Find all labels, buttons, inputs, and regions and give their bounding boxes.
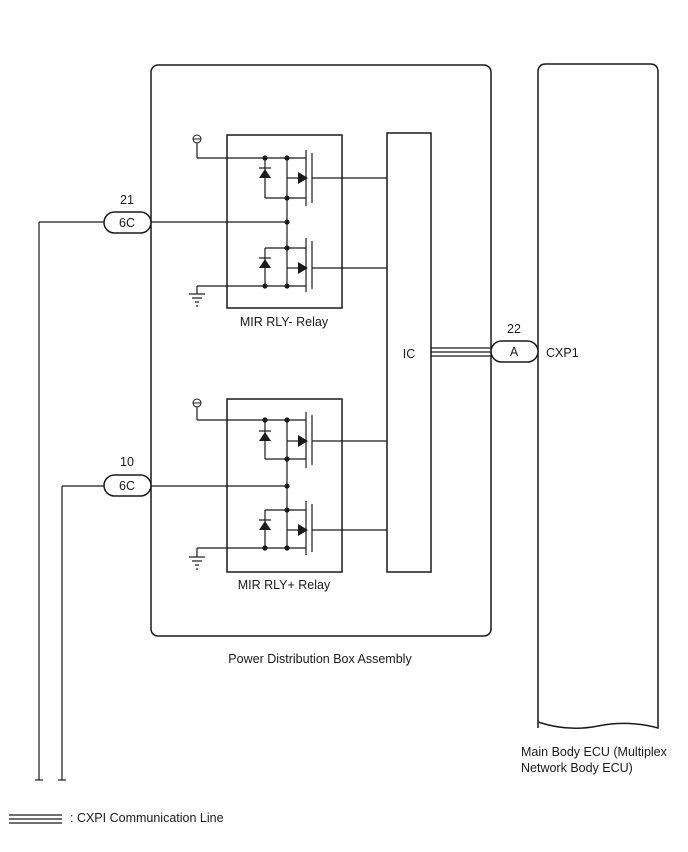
connector-21: 21 6C bbox=[38, 193, 152, 780]
mosfet-body-diode-icon bbox=[298, 262, 308, 274]
connector-22-name: CXP1 bbox=[546, 346, 579, 360]
ground-icon bbox=[189, 286, 205, 307]
connector-22-code: A bbox=[510, 345, 519, 359]
power-supply-icon bbox=[192, 398, 202, 420]
main-body-ecu-label-line1: Main Body ECU (Multiplex bbox=[521, 745, 668, 759]
main-body-ecu-label-line2: Network Body ECU) bbox=[521, 761, 633, 775]
mosfet-body-diode-icon bbox=[298, 524, 308, 536]
diode-icon bbox=[259, 169, 271, 178]
connector-10-code: 6C bbox=[119, 479, 135, 493]
connector-21-code: 6C bbox=[119, 216, 135, 230]
mosfet-body-diode-icon bbox=[298, 435, 308, 447]
relay-plus-group: MIR RLY+ Relay bbox=[151, 398, 387, 592]
relay-minus-label: MIR RLY- Relay bbox=[240, 315, 329, 329]
connector-21-pin: 21 bbox=[120, 193, 134, 207]
legend: : CXPI Communication Line bbox=[9, 811, 224, 825]
connector-22: 22 A CXP1 bbox=[431, 322, 579, 363]
mosfet-body-diode-icon bbox=[298, 172, 308, 184]
connector-10: 10 6C bbox=[61, 455, 152, 780]
connector-22-pin: 22 bbox=[507, 322, 521, 336]
relay-minus-group: MIR RLY- Relay bbox=[151, 134, 387, 329]
ground-icon bbox=[189, 548, 205, 570]
relay-plus-label: MIR RLY+ Relay bbox=[238, 578, 331, 592]
diode-icon bbox=[259, 521, 271, 530]
main-body-ecu-outline bbox=[537, 63, 659, 729]
diode-icon bbox=[259, 259, 271, 268]
connector-10-pin: 10 bbox=[120, 455, 134, 469]
diode-icon bbox=[259, 432, 271, 441]
legend-text: : CXPI Communication Line bbox=[70, 811, 224, 825]
ic-label: IC bbox=[403, 347, 416, 361]
power-supply-icon bbox=[192, 134, 202, 158]
ic-block bbox=[386, 132, 432, 573]
power-distribution-box-label: Power Distribution Box Assembly bbox=[228, 652, 412, 666]
